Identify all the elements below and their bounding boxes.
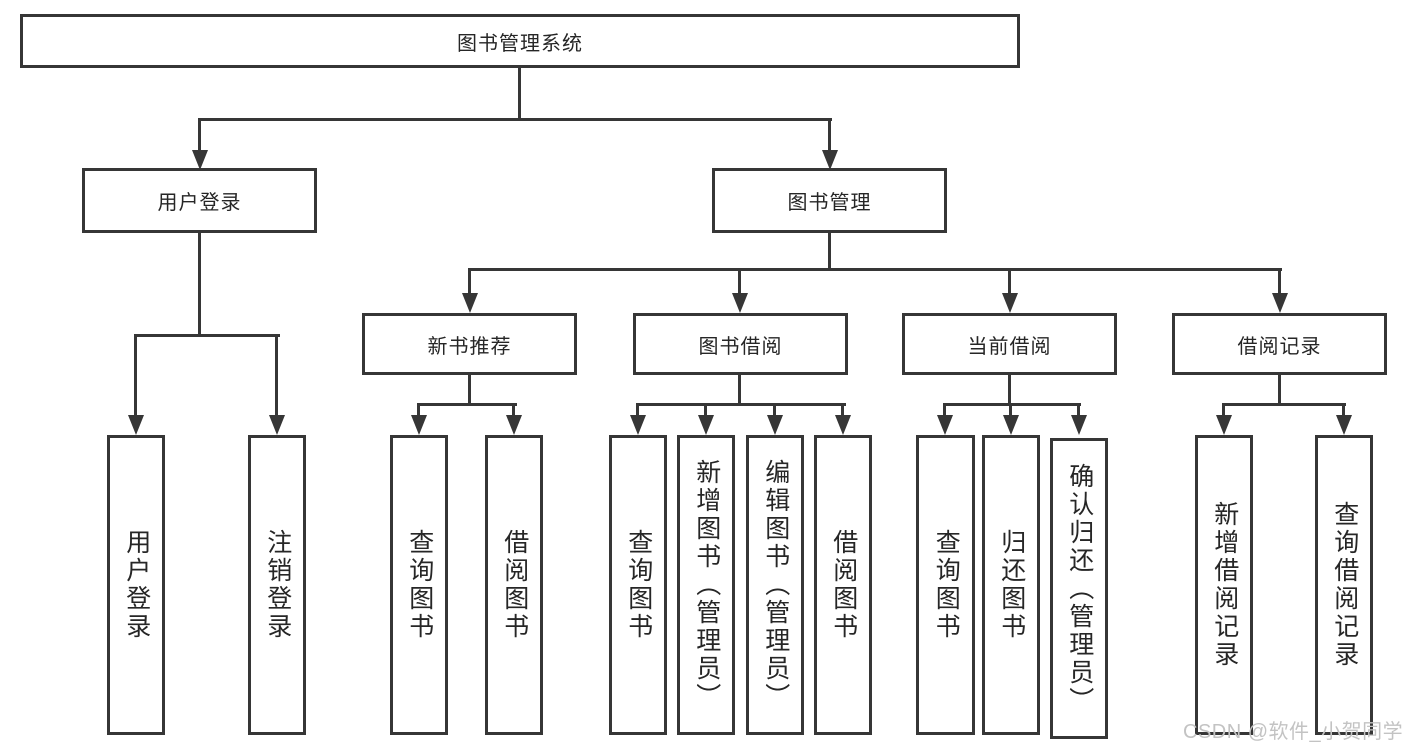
connector-drop-user-login <box>198 120 201 153</box>
connector-drop-new-book <box>468 270 471 295</box>
leaf-current-query-books: 查询图书 <box>916 435 975 735</box>
connector-drop <box>1077 405 1080 417</box>
arrowhead-down <box>698 415 714 435</box>
leaf-current-confirm-return-admin: 确认归还（管理员） <box>1050 438 1108 739</box>
arrowhead-down <box>630 415 646 435</box>
node-borrow-records: 借阅记录 <box>1172 313 1387 375</box>
leaf-borrowing-add-books-admin: 新增图书（管理员） <box>677 435 735 735</box>
connector-drop <box>704 405 707 417</box>
arrowhead-down <box>411 415 427 435</box>
connector-borrow-records-stem <box>1278 375 1281 405</box>
arrowhead-down <box>1216 415 1232 435</box>
leaf-newbook-query-books: 查询图书 <box>390 435 448 735</box>
connector-book-management-stem <box>828 233 831 271</box>
connector-drop-book-management <box>828 120 831 153</box>
connector-current-borrowing-rail <box>943 403 1081 406</box>
node-user-login: 用户登录 <box>82 168 317 233</box>
leaf-borrowing-borrow-books: 借阅图书 <box>814 435 872 735</box>
leaf-records-add-record: 新增借阅记录 <box>1195 435 1253 735</box>
connector-book-borrowing-rail <box>636 403 846 406</box>
arrowhead-down <box>732 293 748 313</box>
connector-new-book-stem <box>468 375 471 405</box>
leaf-logout: 注销登录 <box>248 435 306 735</box>
node-current-borrowing: 当前借阅 <box>902 313 1117 375</box>
connector-current-borrowing-stem <box>1008 375 1011 405</box>
connector-level3-rail <box>468 268 1282 271</box>
arrowhead-down <box>128 415 144 435</box>
connector-root-stem <box>518 68 521 120</box>
leaf-borrowing-query-books: 查询图书 <box>609 435 667 735</box>
arrowhead-down <box>1071 415 1087 435</box>
connector-book-borrowing-stem <box>738 375 741 405</box>
connector-drop <box>1342 405 1345 417</box>
connector-drop-current-borrowing <box>1008 270 1011 295</box>
connector-level2-rail <box>198 118 832 121</box>
connector-drop <box>773 405 776 417</box>
node-book-borrowing: 图书借阅 <box>633 313 848 375</box>
leaf-user-login: 用户登录 <box>107 435 165 735</box>
connector-drop <box>512 405 515 417</box>
connector-drop-leaf-logout <box>275 336 278 417</box>
connector-user-login-rail <box>134 334 280 337</box>
node-root: 图书管理系统 <box>20 14 1020 68</box>
arrowhead-down <box>462 293 478 313</box>
arrowhead-down <box>506 415 522 435</box>
node-new-book-recommend: 新书推荐 <box>362 313 577 375</box>
arrowhead-down <box>822 150 838 170</box>
leaf-current-return-books: 归还图书 <box>982 435 1040 735</box>
connector-user-login-stem <box>198 233 201 336</box>
arrowhead-down <box>1336 415 1352 435</box>
connector-drop <box>841 405 844 417</box>
connector-drop-leaf-user-login <box>134 336 137 417</box>
connector-drop <box>943 405 946 417</box>
connector-drop <box>1009 405 1012 417</box>
arrowhead-down <box>767 415 783 435</box>
connector-drop-book-borrowing <box>738 270 741 295</box>
connector-new-book-rail <box>417 403 517 406</box>
arrowhead-down <box>192 150 208 170</box>
node-book-management: 图书管理 <box>712 168 947 233</box>
leaf-records-query-record: 查询借阅记录 <box>1315 435 1373 735</box>
connector-drop <box>1222 405 1225 417</box>
arrowhead-down <box>1272 293 1288 313</box>
leaf-borrowing-edit-books-admin: 编辑图书（管理员） <box>746 435 804 735</box>
watermark: CSDN @软件_小贺同学 <box>1183 721 1404 743</box>
connector-borrow-records-rail <box>1222 403 1346 406</box>
connector-drop-borrow-records <box>1278 270 1281 295</box>
connector-drop <box>417 405 420 417</box>
arrowhead-down <box>835 415 851 435</box>
arrowhead-down <box>1003 415 1019 435</box>
leaf-newbook-borrow-books: 借阅图书 <box>485 435 543 735</box>
connector-drop <box>636 405 639 417</box>
arrowhead-down <box>1002 293 1018 313</box>
arrowhead-down <box>269 415 285 435</box>
arrowhead-down <box>937 415 953 435</box>
